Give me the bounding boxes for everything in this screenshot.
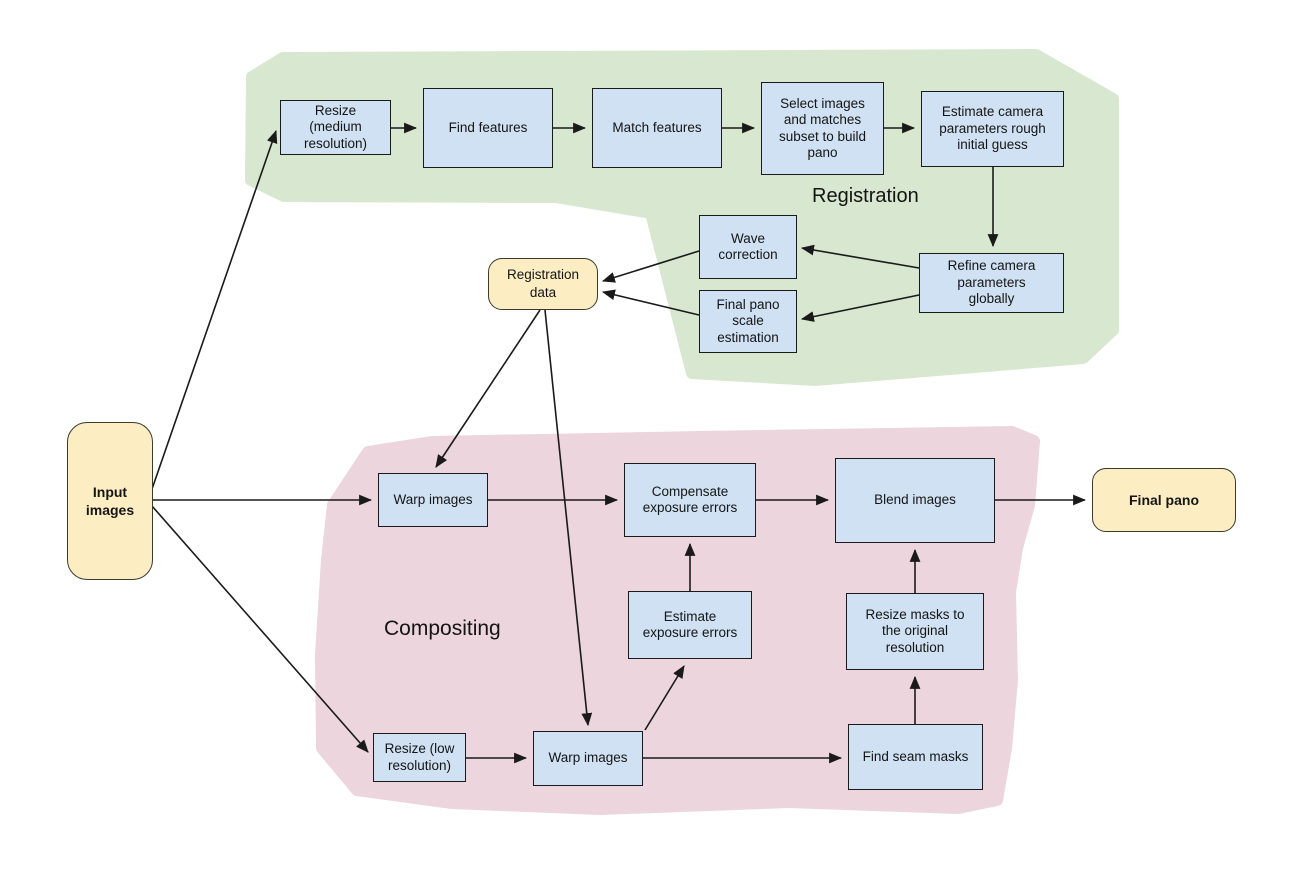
node-label: Resize (medium resolution) [303,102,368,151]
node-match-features: Match features [592,88,722,168]
edge-refine-to-wave [800,244,920,269]
node-estimate-camera: Estimate camera parameters rough initial… [921,91,1064,167]
node-final-pano-scale: Final pano scale estimation [699,290,797,353]
node-estimate-exposure: Estimate exposure errors [628,591,752,659]
edge-input-to-resize-medium [151,129,278,490]
edge-refine-to-pano-scale [800,294,920,322]
node-resize-masks: Resize masks to the original resolution [846,593,984,670]
edge-input-to-resize-low [151,505,369,753]
node-label: Resize (low resolution) [384,741,455,773]
registration-region-label: Registration [812,185,919,207]
terminal-label: Final pano [1129,491,1199,508]
node-refine-camera: Refine camera parameters globally [919,253,1064,313]
terminal-final-pano: Final pano [1092,468,1236,532]
edge-wave-to-regdata [601,250,700,283]
node-find-features: Find features [423,88,553,168]
node-label: Find features [448,119,528,135]
node-find-seam-masks: Find seam masks [848,724,983,790]
node-label: Estimate exposure errors [642,608,738,640]
terminal-label: Input images [85,483,135,518]
compositing-region-label: Compositing [384,617,501,640]
node-wave-correction: Wave correction [699,215,797,279]
terminal-registration-data: Registration data [488,258,598,310]
terminal-label: Registration data [506,267,580,300]
node-resize-medium: Resize (medium resolution) [280,100,391,155]
edge-regdata-to-warp-top [435,309,541,468]
edge-arrows [151,122,1087,764]
node-label: Warp images [548,750,628,766]
node-label: Select images and matches subset to buil… [778,95,867,160]
node-select-images: Select images and matches subset to buil… [761,82,884,175]
terminal-input-images: Input images [67,422,153,580]
edge-pano-scale-to-regdata [601,289,700,316]
node-label: Compensate exposure errors [642,483,738,515]
edge-warp-bottom-to-estimate-exposure [644,665,685,731]
node-label: Refine camera parameters globally [947,258,1036,307]
node-label: Match features [612,119,702,135]
node-label: Wave correction [718,230,778,262]
edge-regdata-to-warp-bottom [544,309,593,727]
node-label: Final pano scale estimation [716,296,780,345]
node-label: Warp images [393,491,473,507]
node-compensate-exposure: Compensate exposure errors [624,463,756,537]
node-blend-images: Blend images [835,458,995,543]
node-label: Find seam masks [862,748,969,764]
node-label: Resize masks to the original resolution [865,606,965,655]
node-label: Estimate camera parameters rough initial… [939,104,1046,153]
node-label: Blend images [874,492,956,508]
node-warp-images-bottom: Warp images [533,731,643,786]
node-resize-low: Resize (low resolution) [373,733,466,782]
node-warp-images-top: Warp images [378,473,488,527]
